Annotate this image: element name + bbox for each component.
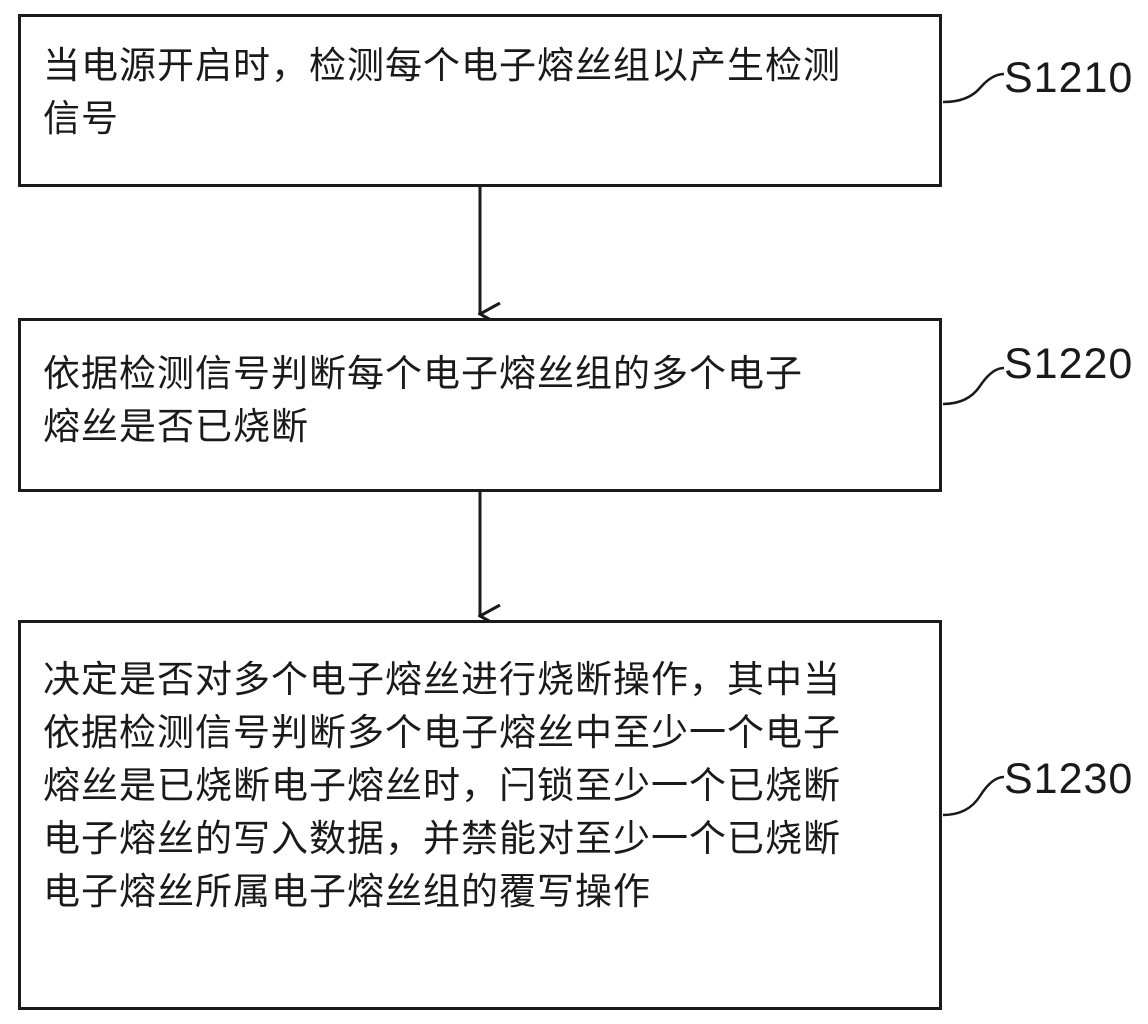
step-box-s1230: 决定是否对多个电子熔丝进行烧断操作，其中当 依据检测信号判断多个电子熔丝中至少一… xyxy=(18,620,942,1010)
leader-line-s1210 xyxy=(942,72,1005,104)
leader-line-s1220 xyxy=(942,366,1005,406)
step-label-s1220: S1220 xyxy=(1004,340,1134,388)
step-label-s1230: S1230 xyxy=(1004,755,1134,803)
step-box-s1210: 当电源开启时，检测每个电子熔丝组以产生检测 信号 xyxy=(18,14,942,187)
step-label-s1210: S1210 xyxy=(1004,54,1134,102)
leader-line-s1230 xyxy=(942,775,1005,817)
step-text-s1230: 决定是否对多个电子熔丝进行烧断操作，其中当 依据检测信号判断多个电子熔丝中至少一… xyxy=(43,658,841,913)
step-text-s1220: 依据检测信号判断每个电子熔丝组的多个电子 熔丝是否已烧断 xyxy=(43,352,803,448)
step-box-s1220: 依据检测信号判断每个电子熔丝组的多个电子 熔丝是否已烧断 xyxy=(18,318,942,492)
step-text-s1210: 当电源开启时，检测每个电子熔丝组以产生检测 信号 xyxy=(43,44,841,140)
